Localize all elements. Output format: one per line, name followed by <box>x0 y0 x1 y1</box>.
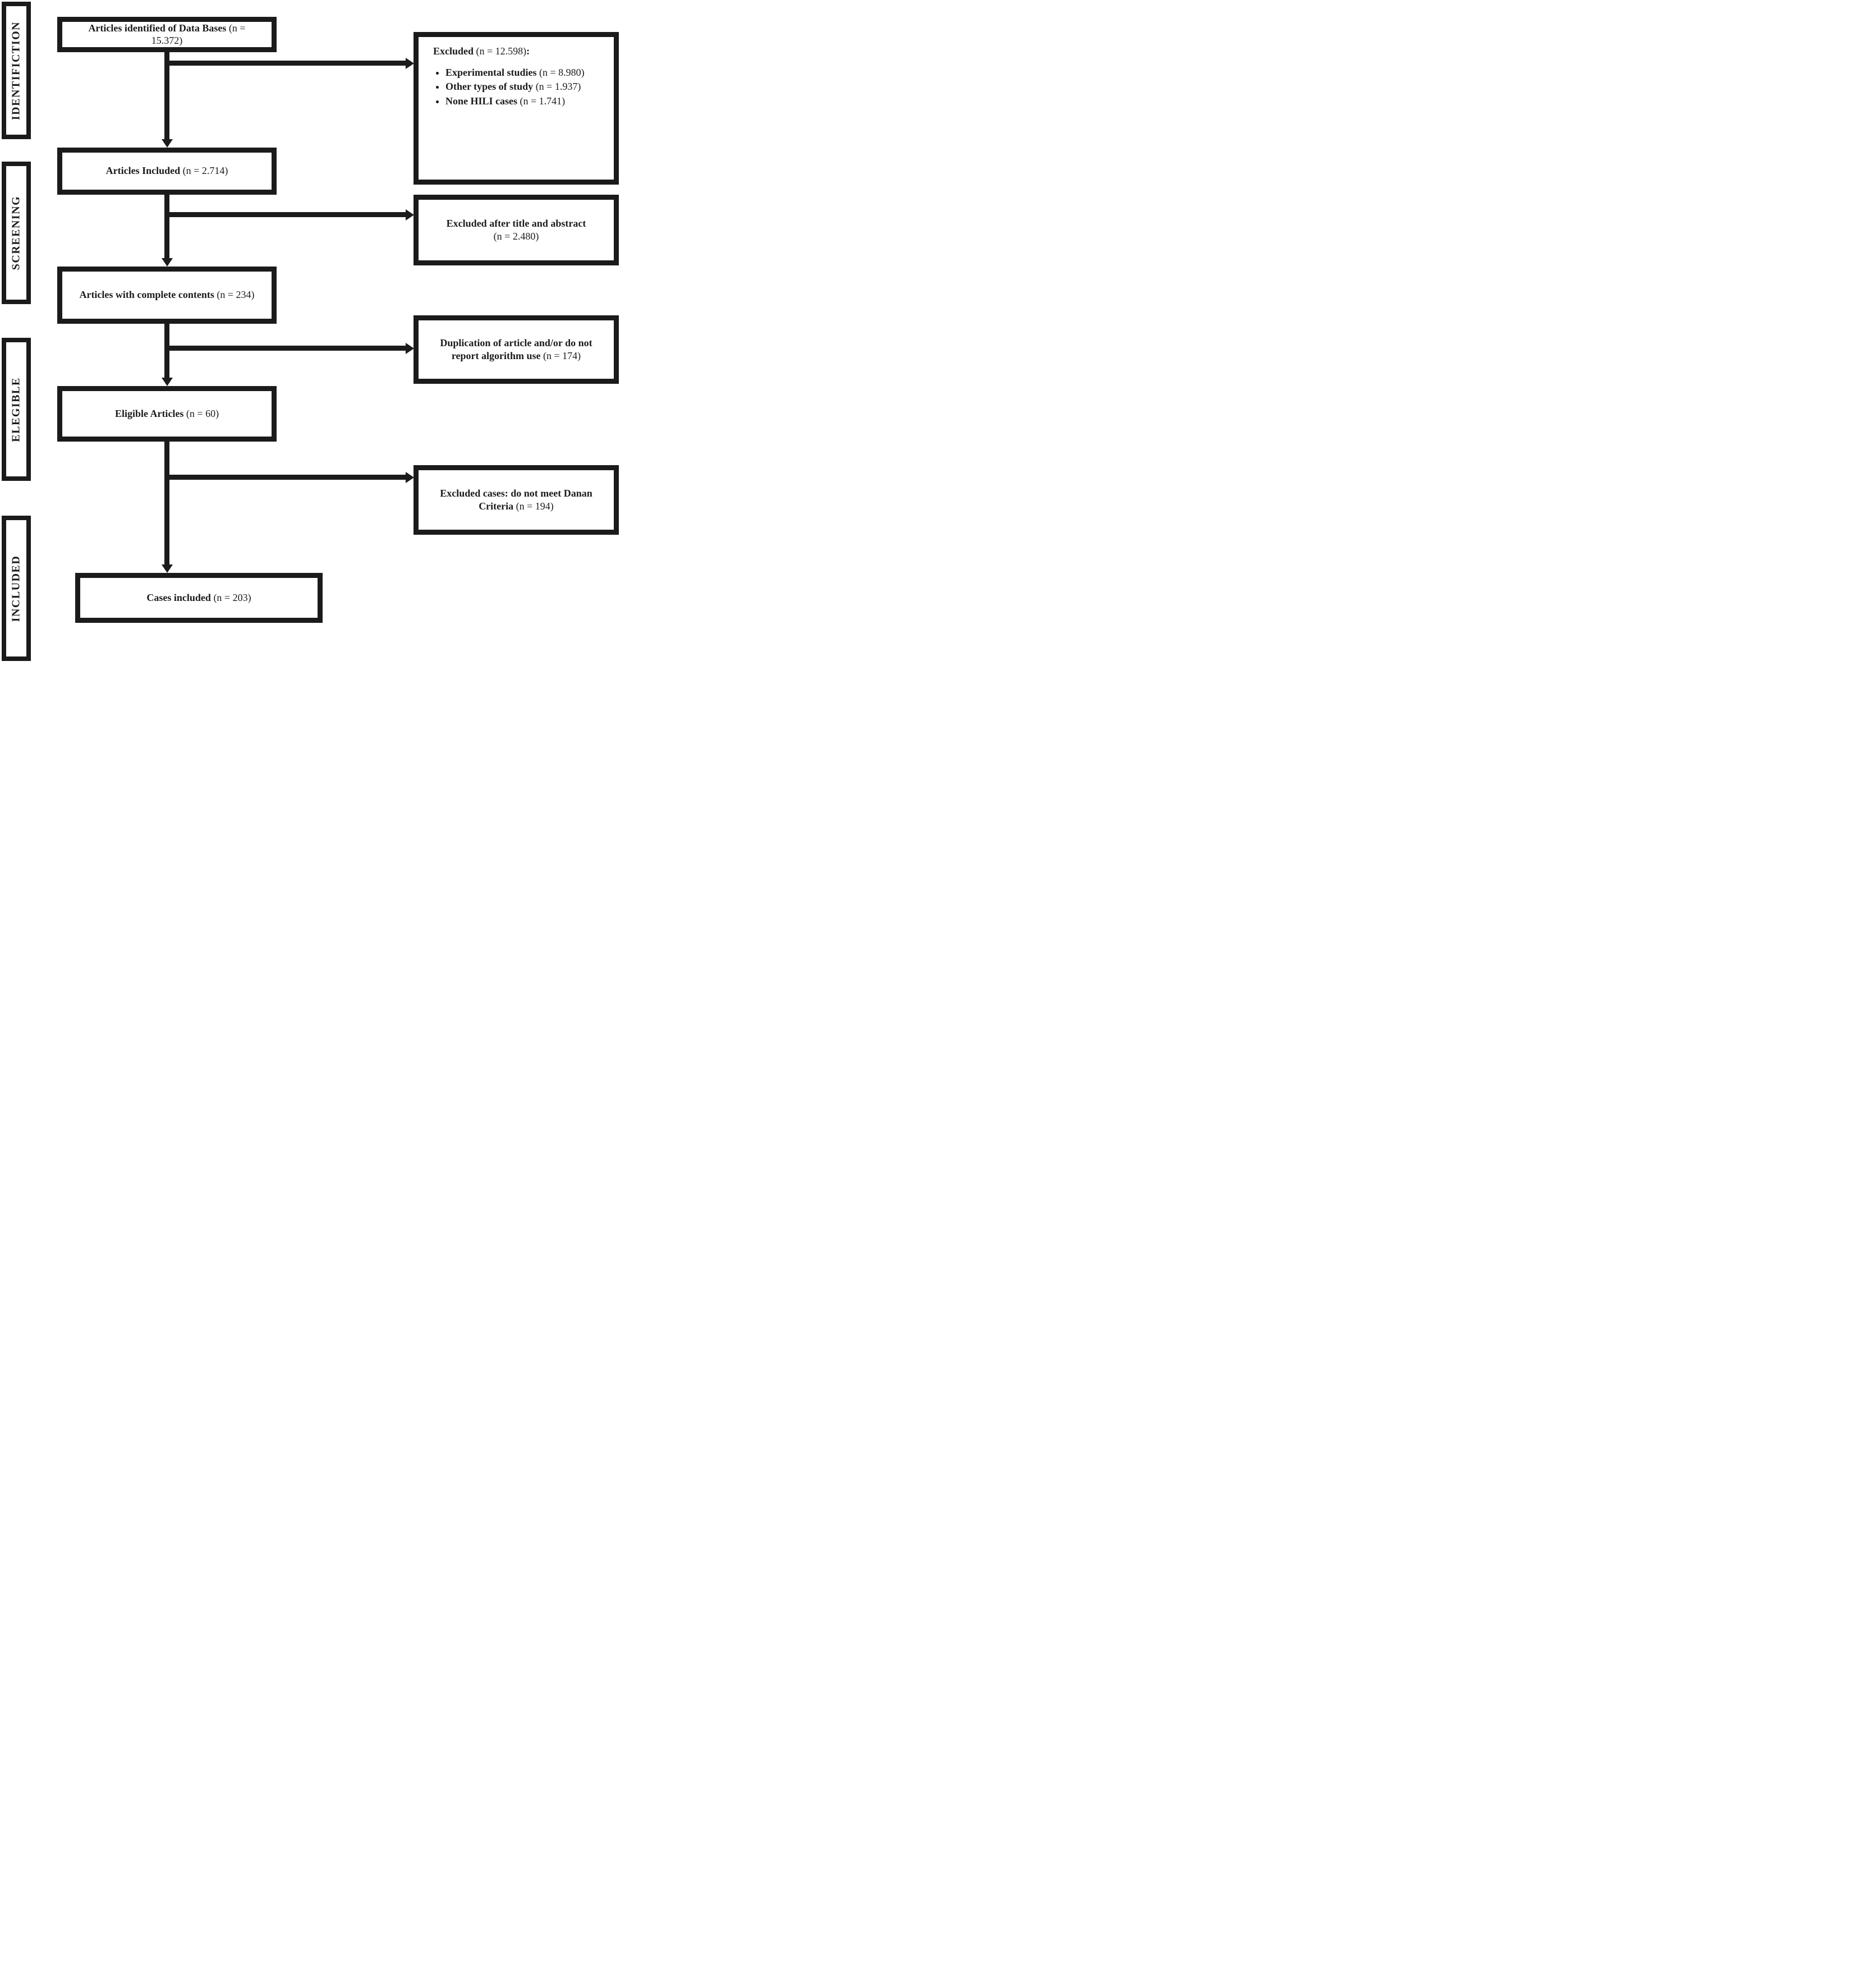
flow-box-eligible-articles-text: Eligible Articles (n = 60) <box>114 407 219 419</box>
arrow-down-4-head <box>162 564 173 573</box>
exclusion-reason-other-types: Other types of study (n = 1.937) <box>445 81 607 93</box>
stage-label-included: INCLUDED <box>10 555 22 622</box>
arrow-down-3-shaft <box>164 324 169 378</box>
stage-label-identification: IDENTIFICTION <box>10 21 22 120</box>
exclusion-reason-experimental: Experimental studies (n = 8.980) <box>445 67 607 79</box>
exclusion-box-title-abstract: Excluded after title and abstract (n = 2… <box>413 195 619 265</box>
exclusion-box-danan: Excluded cases: do not meet Danan Criter… <box>413 465 619 535</box>
exclusion-box-duplication: Duplication of article and/or do not rep… <box>413 315 619 384</box>
stage-label-eligible: ELEGIBLE <box>10 377 22 442</box>
arrow-branch-2-head <box>406 209 414 221</box>
flow-box-complete-contents: Articles with complete contents (n = 234… <box>57 267 277 324</box>
stage-box-identification: IDENTIFICTION <box>2 2 31 139</box>
stage-box-eligible: ELEGIBLE <box>2 338 31 481</box>
flow-box-complete-contents-text: Articles with complete contents (n = 234… <box>79 289 255 301</box>
arrow-branch-3-shaft <box>164 346 406 351</box>
arrow-branch-2-shaft <box>164 212 406 217</box>
arrow-down-1-head <box>162 139 173 148</box>
stage-box-included: INCLUDED <box>2 516 31 661</box>
flow-box-cases-included: Cases included (n = 203) <box>75 573 323 623</box>
flow-box-eligible-articles: Eligible Articles (n = 60) <box>57 386 277 442</box>
arrow-down-1-shaft <box>164 52 169 140</box>
arrow-down-2-head <box>162 258 173 267</box>
flow-box-articles-included-text: Articles Included (n = 2.714) <box>105 165 228 177</box>
arrow-down-4-shaft <box>164 442 169 565</box>
arrow-branch-4-head <box>406 472 414 483</box>
exclusion-box-duplication-text: Duplication of article and/or do not rep… <box>440 337 592 361</box>
flow-box-articles-included: Articles Included (n = 2.714) <box>57 148 277 195</box>
exclusion-box-danan-text: Excluded cases: do not meet Danan Criter… <box>440 487 592 512</box>
flow-box-articles-identified: Articles identified of Data Bases (n = 1… <box>57 17 277 52</box>
arrow-branch-4-shaft <box>164 475 406 480</box>
arrow-down-3-head <box>162 378 173 386</box>
prisma-flow-diagram: IDENTIFICTION SCREENING ELEGIBLE INCLUDE… <box>0 0 623 663</box>
flow-box-cases-included-text: Cases included (n = 203) <box>146 591 251 603</box>
stage-label-screening: SCREENING <box>10 195 22 270</box>
exclusion-reasons-list: Experimental studies (n = 8.980) Other t… <box>433 67 607 108</box>
stage-box-screening: SCREENING <box>2 162 31 304</box>
exclusion-reason-none-hili: None HILI cases (n = 1.741) <box>445 95 607 108</box>
exclusion-box-initial-header: Excluded (n = 12.598): <box>433 45 530 57</box>
arrow-down-2-shaft <box>164 195 169 259</box>
arrow-branch-1-shaft <box>164 61 406 66</box>
arrow-branch-3-head <box>406 343 414 354</box>
arrow-branch-1-head <box>406 58 414 69</box>
exclusion-box-initial: Excluded (n = 12.598): Experimental stud… <box>413 32 619 185</box>
flow-box-articles-identified-text: Articles identified of Data Bases (n = 1… <box>88 22 246 46</box>
exclusion-box-title-abstract-text: Excluded after title and abstract (n = 2… <box>446 217 586 242</box>
